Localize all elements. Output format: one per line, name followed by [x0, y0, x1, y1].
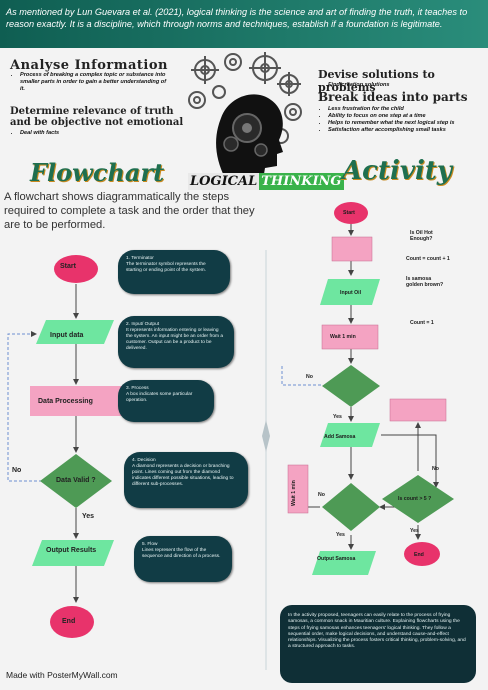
- fc-output-io: [32, 540, 114, 566]
- act-yes-oil: Yes: [333, 414, 342, 420]
- act-start-label: Start: [343, 210, 355, 216]
- fc-end-terminator: [50, 606, 94, 638]
- act-end-terminator: [404, 542, 440, 566]
- act-no-count: No: [432, 466, 439, 472]
- act-output-samosa-io: [312, 551, 376, 575]
- heading-devise: Devise solutions to problems: [318, 68, 435, 94]
- note-oil-hot: Is Oil Hot Enough?: [410, 230, 433, 242]
- act-yes-count: Yes: [410, 528, 419, 534]
- act-wait-process: [321, 324, 379, 350]
- fc-start-label: Start: [60, 263, 76, 270]
- heading-relevance: Determine relevance of truth: [10, 106, 174, 117]
- heading-analyse: Analyse Information: [10, 58, 168, 73]
- analyse-bullets: Process of breaking a complex topic or s…: [12, 72, 172, 93]
- act-oil-decision: [322, 365, 380, 407]
- fc-input-label: Input data: [50, 332, 84, 339]
- divider-ornament-icon: [262, 250, 270, 670]
- center-divider: [260, 250, 272, 670]
- heading-objective: and be objective not emotional: [10, 117, 184, 128]
- devise-bullet: Find creation solutions: [328, 82, 480, 89]
- fc-input-io: [36, 320, 114, 344]
- flowchart-description: A flowchart shows diagrammatically the s…: [4, 191, 255, 231]
- note-count-plus: Count = count + 1: [406, 256, 450, 262]
- flowchart-diagram: [7, 255, 122, 638]
- analyse-bullet: Process of breaking a complex topic or s…: [20, 72, 172, 93]
- callout-input-output: 2. Input/ Output It represents informati…: [118, 316, 234, 368]
- logo-word-logical: LOGICAL: [188, 173, 260, 190]
- note-count-init: Count = 1: [410, 320, 434, 326]
- act-add-samosa-io: [320, 423, 380, 447]
- devise-bullets: Find creation solutions: [320, 82, 480, 89]
- fc-process-label: Data Processing: [38, 398, 93, 405]
- act-no-oil: No: [306, 374, 313, 380]
- top-banner: [0, 0, 488, 48]
- callout-process: 3. Process A box indicates some particul…: [118, 380, 214, 422]
- act-no-brown: No: [318, 492, 325, 498]
- flowchart-title: Flowchart: [30, 158, 165, 187]
- callout-flow: 5. Flow Lines represent the flow of the …: [134, 536, 232, 582]
- break-bullets: Less frustration for the child Ability t…: [320, 106, 460, 134]
- break-bullet: Less frustration for the child: [328, 106, 460, 113]
- act-input-oil-label: Input Oil: [340, 290, 362, 296]
- footer-credit: Made with PosterMyWall.com: [6, 670, 118, 680]
- facts-bullet: Deal with facts: [20, 130, 162, 137]
- act-count-decision: [382, 475, 454, 523]
- act-add-samosa-label: Add Samosa: [324, 434, 356, 440]
- note-samosa-brown: Is samosa golden brown?: [406, 276, 444, 288]
- act-check-process: [331, 236, 373, 262]
- banner-quote: As mentioned by Lun Guevara et al. (2021…: [6, 7, 468, 29]
- fc-no-label: No: [12, 467, 22, 474]
- act-brown-decision: [322, 483, 380, 531]
- logical-thinking-logo: [185, 48, 307, 198]
- fc-end-label: End: [62, 618, 76, 625]
- break-bullet: Ability to focus on one step at a time: [328, 113, 460, 120]
- act-end-label: End: [414, 552, 424, 558]
- head-gears-icon: [188, 52, 302, 180]
- fc-decision-diamond: [40, 454, 112, 508]
- activity-title: Activity: [342, 156, 452, 186]
- fc-start-terminator: [54, 255, 98, 283]
- act-wait-side-process: [287, 464, 309, 514]
- facts-bullets: Deal with facts: [12, 130, 162, 137]
- break-bullet: Helps to remember what the next logical …: [328, 120, 460, 127]
- logo-word-thinking: THINKING: [259, 173, 344, 190]
- act-output-samosa-label: Output Samosa: [317, 556, 356, 562]
- callout-terminator: 1. Terminator The terminator symbol repr…: [118, 250, 230, 294]
- act-start-terminator: [334, 202, 368, 224]
- fc-output-label: Output Results: [46, 547, 97, 554]
- fc-process-box: [30, 386, 122, 416]
- act-input-oil-io: [320, 279, 380, 305]
- activity-summary: In the activity proposed, teenagers can …: [280, 605, 476, 683]
- activity-diagram: [281, 202, 454, 575]
- act-wait-label: Wait 1 min: [330, 334, 356, 340]
- heading-break: Break ideas into parts: [318, 90, 468, 104]
- callout-decision: 4. Decision A diamond represents a decis…: [124, 452, 248, 508]
- act-wait-side-label: Wait 1 min: [291, 480, 297, 506]
- act-count-check-label: Is count > 5 ?: [398, 496, 432, 502]
- act-count-process: [389, 398, 447, 422]
- fc-decision-label: Data Valid ?: [56, 477, 96, 484]
- break-bullet: Satisfaction after accomplishing small t…: [328, 127, 460, 134]
- fc-yes-label: Yes: [82, 513, 95, 520]
- act-yes-brown: Yes: [336, 532, 345, 538]
